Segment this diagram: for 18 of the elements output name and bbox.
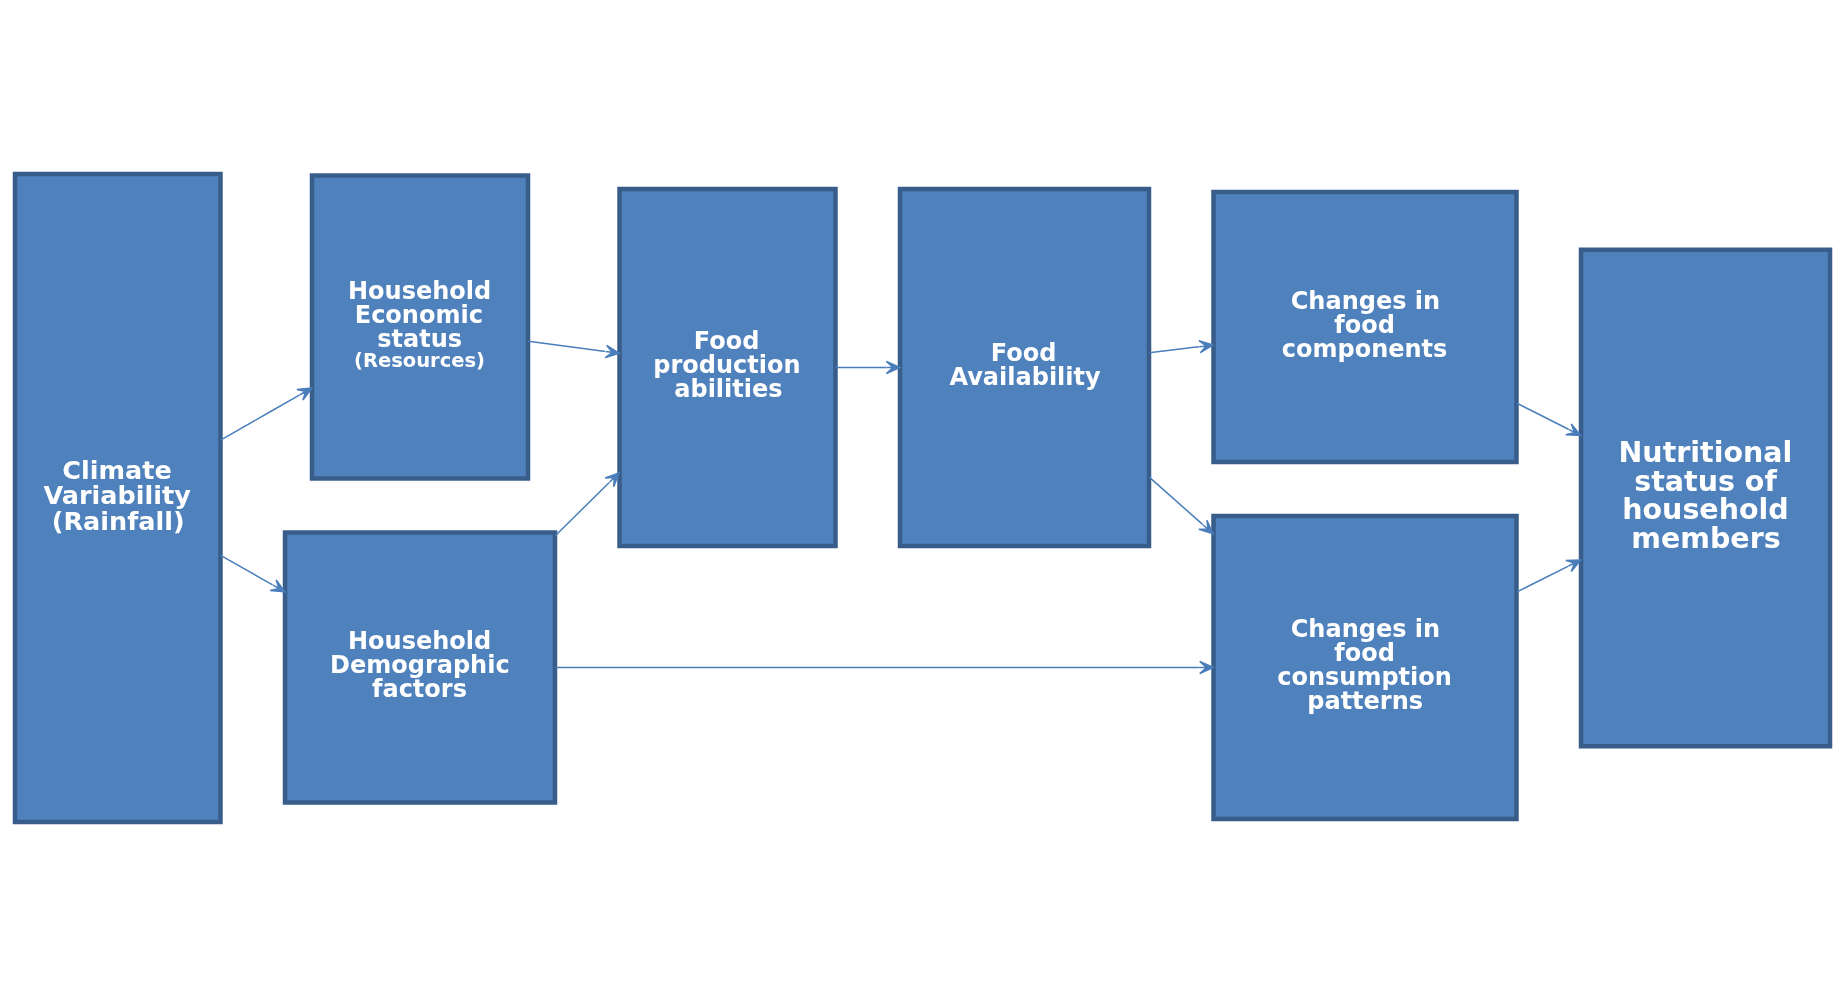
node-box: Food production abilities (617, 186, 838, 548)
arrow (219, 386, 313, 441)
arrow (219, 554, 286, 593)
node-box: Climate Variability (Rainfall) (12, 171, 223, 824)
arrow (1516, 402, 1582, 436)
node-box: Food Availability (897, 186, 1152, 548)
node-box: Household Demographic factors (282, 529, 558, 805)
node-box: Changes in food components (1211, 189, 1519, 464)
arrow (834, 360, 901, 374)
arrow (1516, 558, 1582, 593)
node-box: Household Economic status (Resources) (309, 172, 531, 481)
arrow (1148, 339, 1214, 353)
arrow (554, 471, 620, 537)
node-box: Nutritional status of household members (1578, 247, 1833, 748)
arrow (554, 660, 1214, 674)
arrow (1148, 475, 1214, 534)
node-box: Changes in food consumption patterns (1211, 513, 1519, 821)
arrow (527, 339, 621, 358)
